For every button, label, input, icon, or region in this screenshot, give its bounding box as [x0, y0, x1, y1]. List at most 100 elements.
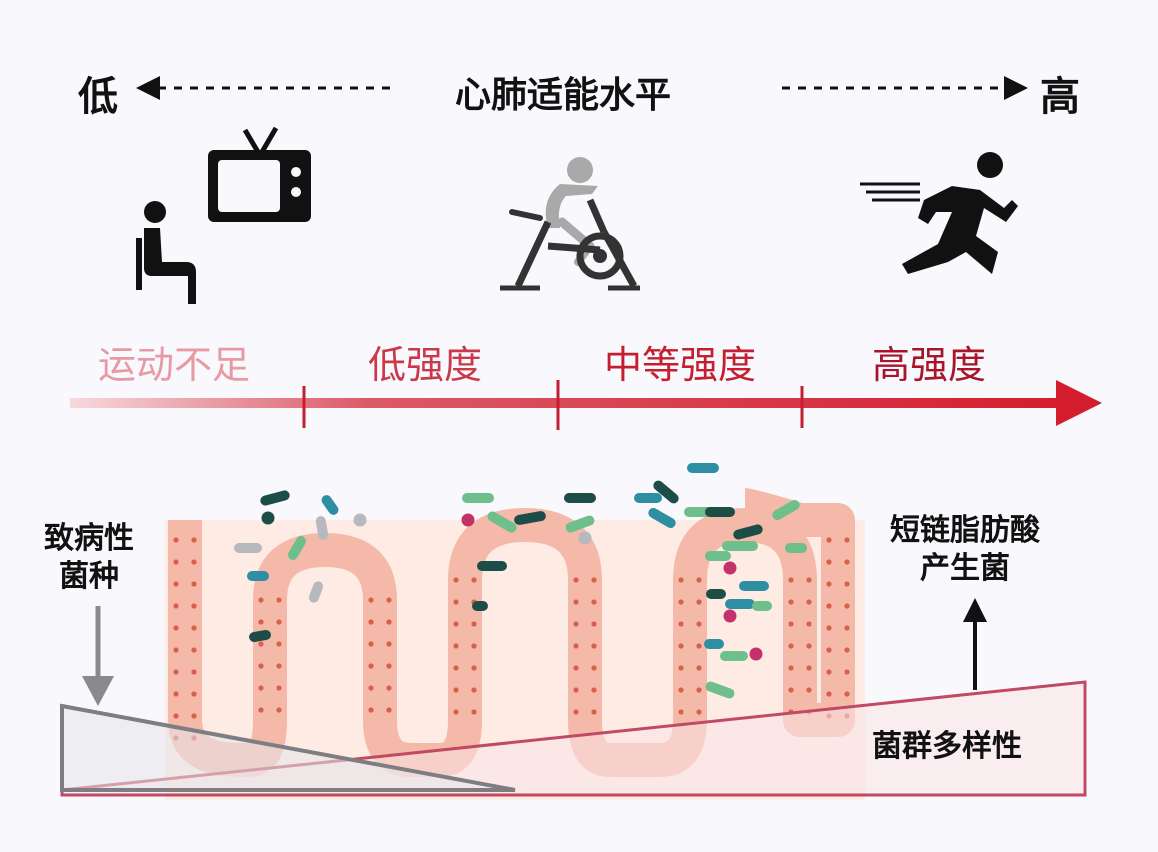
cell-dot [368, 707, 374, 713]
bacterium-rod [315, 516, 329, 540]
cell-dot [806, 577, 812, 583]
fitness-title: 心肺适能水平 [455, 75, 672, 116]
bacterium-rod [514, 511, 546, 525]
cell-dot [696, 687, 702, 693]
cell-dot [591, 621, 597, 627]
cell-dot [386, 641, 392, 647]
low-label: 低 [78, 74, 118, 120]
cell-dot [191, 691, 197, 697]
cell-dot [173, 647, 179, 653]
bacterium-rod [705, 681, 735, 699]
bacterium-rod [722, 541, 758, 551]
cell-dot [678, 665, 684, 671]
pathogen-label: 致病性菌种 [44, 520, 134, 596]
cell-dot [453, 577, 459, 583]
cell-dot [844, 647, 850, 653]
bacterium-rod [249, 629, 271, 643]
cell-dot [826, 581, 832, 587]
cell-dot [591, 577, 597, 583]
cell-dot [191, 559, 197, 565]
cell-dot [276, 707, 282, 713]
bacterium-rod [487, 511, 517, 533]
cell-dot [844, 537, 850, 543]
intensity-arrow-head [1056, 380, 1102, 426]
cell-dot [258, 619, 264, 625]
cell-dot [191, 603, 197, 609]
bacterium-coccus [578, 531, 592, 545]
cell-dot [573, 577, 579, 583]
intensity-level-label: 低强度 [368, 343, 483, 387]
sprinting-runner-icon [860, 152, 1018, 274]
cell-dot [258, 707, 264, 713]
cell-dot [276, 663, 282, 669]
cell-dot [826, 669, 832, 675]
cell-dot [386, 619, 392, 625]
bacterium-rod [739, 581, 769, 591]
cell-dot [806, 687, 812, 693]
cell-dot [826, 625, 832, 631]
scfa-increase-arrow [963, 598, 987, 690]
bacterium-rod [705, 507, 735, 517]
cell-dot [386, 685, 392, 691]
left-dashed-arrow [136, 76, 392, 100]
intensity-level-label: 高强度 [872, 343, 987, 387]
pathogen-label-line: 菌种 [59, 559, 119, 594]
cell-dot [471, 687, 477, 693]
pathogen-wedge [60, 703, 516, 792]
cell-dot [806, 643, 812, 649]
cell-dot [258, 663, 264, 669]
cell-dot [368, 597, 374, 603]
cell-dot [258, 685, 264, 691]
exercise-bike-icon [500, 157, 640, 291]
bacterium-rod [720, 651, 748, 661]
bacterium-rod [785, 543, 807, 553]
bacterium-rod [260, 490, 290, 506]
cell-dot [844, 669, 850, 675]
cell-dot [471, 709, 477, 715]
bacterium-coccus [261, 511, 275, 525]
cell-dot [788, 599, 794, 605]
cell-dot [173, 581, 179, 587]
cell-dot [276, 685, 282, 691]
cell-dot [573, 709, 579, 715]
cell-dot [191, 647, 197, 653]
bacterium-rod [308, 581, 324, 603]
intensity-level-label: 运动不足 [98, 343, 251, 387]
pathogen-decrease-arrow [82, 606, 114, 706]
cell-dot [696, 665, 702, 671]
cell-dot [844, 625, 850, 631]
cell-dot [591, 599, 597, 605]
cell-dot [191, 713, 197, 719]
right-dashed-arrow [782, 76, 1028, 100]
television-icon [208, 126, 311, 222]
cell-dot [386, 597, 392, 603]
cell-dot [844, 559, 850, 565]
cell-dot [173, 537, 179, 543]
cell-dot [788, 665, 794, 671]
cell-dot [806, 599, 812, 605]
cell-dot [696, 599, 702, 605]
cell-dot [678, 709, 684, 715]
cell-dot [826, 691, 832, 697]
bacterium-rod [321, 495, 339, 515]
cell-dot [678, 687, 684, 693]
high-label: 高 [1040, 74, 1080, 120]
bacterium-rod [705, 551, 731, 561]
cell-dot [453, 709, 459, 715]
cell-dot [826, 559, 832, 565]
bacterium-rod [706, 589, 726, 599]
cell-dot [453, 665, 459, 671]
cell-dot [173, 713, 179, 719]
villi-epithelium [168, 488, 855, 777]
bacterium-coccus [461, 513, 475, 527]
intensity-level-label: 中等强度 [604, 343, 757, 387]
cell-dot [696, 621, 702, 627]
cell-dot [806, 665, 812, 671]
cell-dot [844, 581, 850, 587]
sitting-person-icon [136, 201, 196, 304]
cell-dot [591, 643, 597, 649]
